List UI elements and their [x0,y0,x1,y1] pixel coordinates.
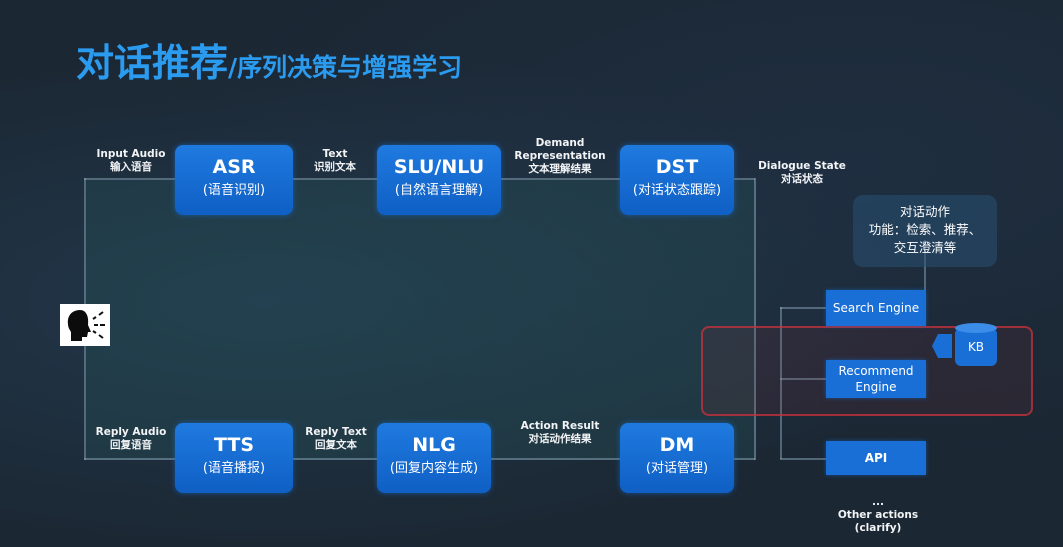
dst-module: DST (对话状态跟踪) [620,145,734,215]
api-box: API [826,441,926,475]
dst-title: DST [655,156,699,178]
search-engine-label: Search Engine [832,301,920,315]
speaking-head-icon [60,304,110,346]
connector-dst-out [733,178,755,180]
speaking-head-svg [67,310,105,341]
connector-actions-vertical [780,307,782,459]
action-card-line1: 对话动作 [899,204,950,219]
dialogue-action-card: 对话动作 功能：检索、推荐、 交互澄清等 [853,195,997,267]
database-top [955,323,997,333]
nlg-title: NLG [412,434,456,456]
other-actions-line1: Other actions [837,509,919,521]
dm-desc: (对话管理) [645,461,709,476]
nlg-module: NLG (回复内容生成) [377,423,491,493]
dm-title: DM [659,434,695,456]
connector-dm-in [733,458,755,460]
action-result-zh: 对话动作结果 [528,433,592,445]
tts-module: TTS (语音播报) [175,423,293,493]
demand-en2: Representation [514,150,606,162]
pipeline-panel [86,180,756,460]
asr-title: ASR [212,156,256,178]
recommend-engine-line2: Engine [855,380,897,394]
page-title: 对话推荐/序列决策与增强学习 [76,32,462,87]
reply-text-zh: 回复文本 [315,439,357,451]
tts-title: TTS [213,434,255,456]
search-engine-box: Search Engine [826,290,926,326]
reply-audio-en: Reply Audio [95,426,167,438]
connector-nlg-to-tts [292,458,378,460]
dialogue-state-label: Dialogue State 对话状态 [752,160,852,186]
input-audio-zh: 输入语音 [110,161,152,173]
title-sub: /序列决策与增强学习 [228,53,463,82]
action-result-en: Action Result [520,420,600,432]
reply-audio-label: Reply Audio 回复语音 [92,426,170,452]
tts-desc: (语音播报) [202,461,266,476]
slu-module: SLU/NLU (自然语言理解) [377,145,501,215]
demand-en1: Demand [535,137,585,149]
reply-text-label: Reply Text 回复文本 [298,426,374,452]
connector-input-to-asr [84,178,176,180]
dialogue-state-en: Dialogue State [758,160,846,172]
asr-desc: (语音识别) [202,183,266,198]
dst-desc: (对话状态跟踪) [632,183,722,198]
text-en: Text [322,148,348,160]
other-actions-label: ... Other actions (clarify) [826,496,930,535]
dm-module: DM (对话管理) [620,423,734,493]
slu-title: SLU/NLU [393,156,485,178]
connector-dm-to-nlg [490,458,621,460]
nlg-desc: (回复内容生成) [389,461,479,476]
connector-right-vertical [754,178,756,460]
input-audio-label: Input Audio 输入语音 [92,148,170,174]
connector-to-api [780,458,826,460]
api-label: API [864,451,888,465]
text-label: Text 识别文本 [298,148,372,174]
other-actions-dots: ... [872,496,884,508]
recommend-engine-line1: Recommend [838,364,914,378]
demand-zh: 文本理解结果 [528,163,592,175]
recommend-engine-box: Recommend Engine [826,360,926,398]
reply-audio-zh: 回复语音 [110,439,152,451]
slu-desc: (自然语言理解) [394,183,484,198]
other-actions-line2: (clarify) [854,522,902,534]
connector-slu-to-dst [500,178,621,180]
reply-text-en: Reply Text [305,426,367,438]
title-main: 对话推荐 [76,41,229,85]
dialogue-state-zh: 对话状态 [781,173,823,185]
kb-connector-icon [932,334,952,358]
connector-tts-to-left [84,458,176,460]
text-zh: 识别文本 [314,161,356,173]
connector-asr-to-slu [292,178,378,180]
asr-module: ASR (语音识别) [175,145,293,215]
action-card-line3: 交互澄清等 [893,240,957,255]
connector-to-search [780,307,826,309]
database-icon: KB [955,328,997,366]
action-result-label: Action Result 对话动作结果 [508,420,612,446]
connector-to-recommend [780,378,826,380]
input-audio-en: Input Audio [96,148,166,160]
demand-label: Demand Representation 文本理解结果 [508,137,612,176]
action-card-line2: 功能：检索、推荐、 [868,222,982,237]
kb-label: KB [967,340,985,354]
